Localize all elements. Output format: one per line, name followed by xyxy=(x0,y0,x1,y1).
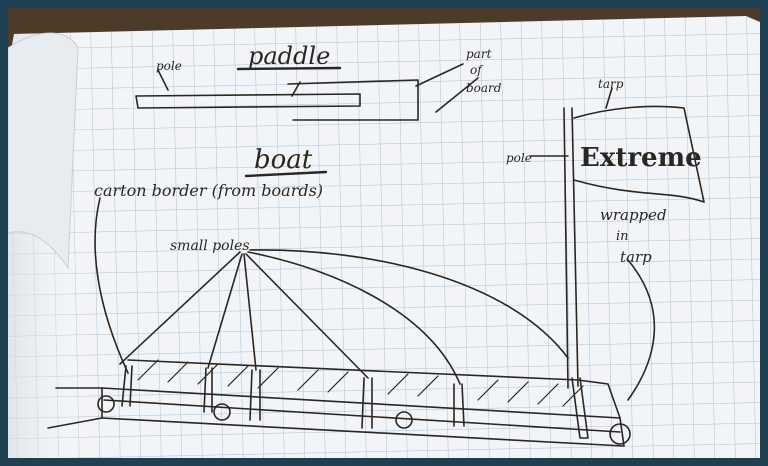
flag-tarp xyxy=(573,105,705,203)
hull-bow xyxy=(47,387,103,429)
flag-text: Extreme xyxy=(580,143,702,173)
mast-pole-label: pole xyxy=(506,151,532,165)
small-pole-1 xyxy=(121,365,133,407)
paddle-pole-shape xyxy=(135,93,361,109)
paddle-title: paddle xyxy=(248,42,330,70)
notebook-photo: pole paddle part of board boat carton bo… xyxy=(8,8,760,458)
board-label: board xyxy=(466,81,502,95)
hull-top xyxy=(127,359,621,419)
of-label: of xyxy=(470,63,484,77)
wheel-4 xyxy=(609,423,631,445)
wheel-1 xyxy=(97,395,115,413)
small-pole-2 xyxy=(203,367,213,413)
tarp-wrap-label: tarp xyxy=(620,248,652,266)
hull-rails xyxy=(101,387,625,447)
page-curl xyxy=(8,32,79,270)
paddle-pole-label: pole xyxy=(156,59,182,73)
small-poles-pointers xyxy=(119,249,569,385)
part-label: part xyxy=(466,47,492,61)
paddle-underline xyxy=(236,66,342,71)
boat-underline xyxy=(244,170,328,178)
carton-pointer xyxy=(94,197,129,374)
ink-drawing xyxy=(47,63,705,447)
boat-title: boat xyxy=(254,145,313,175)
wrapped-label: wrapped xyxy=(600,206,667,224)
small-pole-3 xyxy=(249,369,261,421)
carton-border-label: carton border (from boards) xyxy=(94,181,323,200)
wheel-2 xyxy=(213,403,231,421)
part-of-board-pointer xyxy=(415,63,479,113)
small-pole-4 xyxy=(361,377,373,429)
wheel-3 xyxy=(395,411,413,429)
hull-hatching xyxy=(137,359,584,407)
sketch-canvas: pole paddle part of board boat carton bo… xyxy=(8,8,760,458)
in-label: in xyxy=(616,229,629,244)
small-poles-label: small poles xyxy=(170,238,250,254)
pole-pointer xyxy=(157,69,169,91)
paddle-connector xyxy=(291,81,301,97)
tarp-pointer xyxy=(605,87,613,109)
mast-base xyxy=(571,377,589,439)
tarp-label: tarp xyxy=(598,77,624,91)
paddle-board-shape xyxy=(287,79,419,121)
wrapped-pointer xyxy=(627,259,656,401)
small-pole-5 xyxy=(453,383,465,427)
mast-pole xyxy=(563,107,579,389)
